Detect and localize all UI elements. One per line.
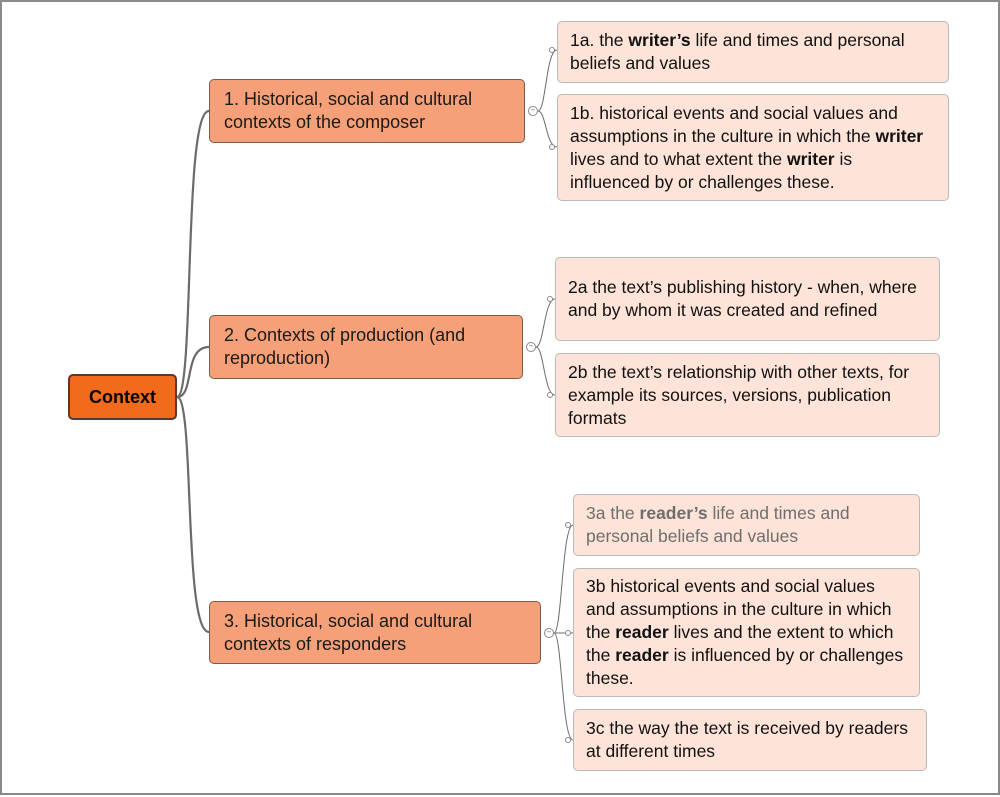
text-run: life and times and personal beliefs and … <box>586 503 850 546</box>
collapse-toggle-icon[interactable]: – <box>528 106 538 116</box>
root-branch-connector <box>175 109 210 399</box>
branch-node-label: 1. Historical, social and cultural conte… <box>224 89 473 132</box>
root-branch-connector <box>175 395 210 634</box>
leaf-node-text: 1a. the writer’s life and times and pers… <box>570 29 936 75</box>
leaf-node-text: 1b. historical events and social values … <box>570 102 936 194</box>
connector-dot-icon <box>549 47 555 53</box>
text-run: 1a. the <box>570 30 629 50</box>
text-run: 3c the way the text is received by reade… <box>586 718 908 761</box>
emphasis-text: writer’s <box>628 30 691 50</box>
emphasis-text: reader’s <box>639 503 708 523</box>
branch-node-label: 2. Contexts of production (and reproduct… <box>224 325 466 368</box>
text-run: 1b. historical events and social values … <box>570 102 898 146</box>
text-run: 3a the <box>586 503 640 523</box>
branch-leaf-connector <box>537 49 558 112</box>
branch-leaf-connector <box>553 632 574 741</box>
leaf-node-text: 3a the reader’s life and times and perso… <box>586 502 907 548</box>
text-run: 2b the text’s relationship with other te… <box>568 361 910 428</box>
text-run: is influenced by or challenges these. <box>586 645 904 688</box>
text-run: lives and to what extent the <box>570 148 787 169</box>
leaf-node-3b[interactable]: 3b historical events and social values a… <box>573 568 920 697</box>
leaf-node-1b[interactable]: 1b. historical events and social values … <box>557 94 949 201</box>
text-run: is influenced by or challenges these. <box>570 148 853 192</box>
text-run: lives and the extent to which the <box>586 622 894 665</box>
branch-leaf-connector <box>537 110 558 148</box>
leaf-node-3c[interactable]: 3c the way the text is received by reade… <box>573 709 927 771</box>
emphasis-text: reader <box>615 622 669 642</box>
root-node-context[interactable]: Context <box>68 374 177 420</box>
leaf-node-1a[interactable]: 1a. the writer’s life and times and pers… <box>557 21 949 83</box>
branch-node-1[interactable]: 1. Historical, social and cultural conte… <box>209 79 525 143</box>
leaf-node-2a[interactable]: 2a the text’s publishing history - when,… <box>555 257 940 341</box>
branch-leaf-connector <box>535 298 556 348</box>
branch-node-2[interactable]: 2. Contexts of production (and reproduct… <box>209 315 523 379</box>
leaf-node-text: 3c the way the text is received by reade… <box>586 717 914 763</box>
leaf-node-2b[interactable]: 2b the text’s relationship with other te… <box>555 353 940 437</box>
branch-node-3[interactable]: 3. Historical, social and cultural conte… <box>209 601 541 664</box>
connector-dot-icon <box>549 144 555 150</box>
branch-node-label: 3. Historical, social and cultural conte… <box>224 610 473 654</box>
collapse-toggle-icon[interactable]: – <box>526 342 536 352</box>
branch-leaf-connector <box>535 346 556 396</box>
connector-dot-icon <box>565 522 571 528</box>
emphasis-text: reader <box>615 645 669 665</box>
collapse-toggle-icon[interactable]: – <box>544 628 554 638</box>
root-node-label: Context <box>89 386 156 407</box>
connector-dot-icon <box>547 392 553 398</box>
root-branch-connector <box>176 345 210 399</box>
text-run: 3b historical events and social values a… <box>586 576 892 642</box>
leaf-node-3a[interactable]: 3a the reader’s life and times and perso… <box>573 494 920 556</box>
leaf-node-text: 2b the text’s relationship with other te… <box>568 361 927 430</box>
connector-dot-icon <box>565 737 571 743</box>
branch-leaf-connector <box>553 524 574 634</box>
text-run: life and times and personal beliefs and … <box>570 30 905 73</box>
leaf-node-text: 3b historical events and social values a… <box>586 575 907 690</box>
leaf-node-text: 2a the text’s publishing history - when,… <box>568 276 927 322</box>
connector-dot-icon <box>565 630 571 636</box>
emphasis-text: writer <box>875 125 924 146</box>
connector-dot-icon <box>547 296 553 302</box>
text-run: 2a the text’s publishing history - when,… <box>568 277 917 320</box>
emphasis-text: writer <box>786 148 835 169</box>
